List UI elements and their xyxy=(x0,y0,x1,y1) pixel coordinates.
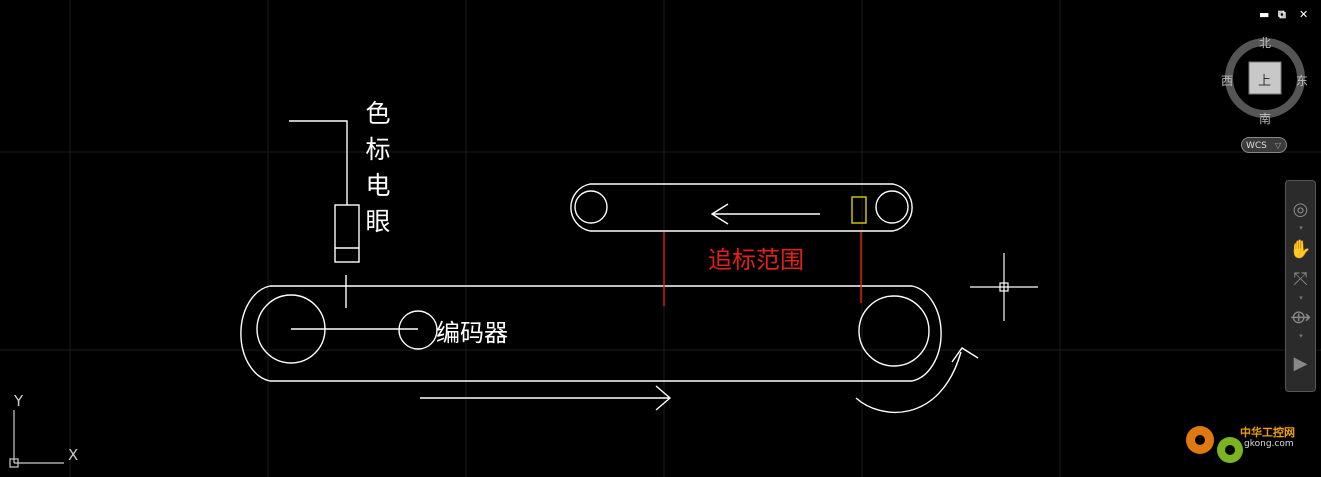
zoom-icon[interactable]: ⤧ xyxy=(1293,269,1308,290)
viewcube-top-face[interactable]: 上 xyxy=(1258,74,1272,89)
orbit-icon[interactable]: ⟴ xyxy=(1290,307,1311,328)
watermark-url: gkong.com xyxy=(1244,439,1294,449)
minimize-button[interactable]: ▬ xyxy=(1259,8,1270,21)
crosshair-cursor xyxy=(970,253,1038,321)
tail-roller xyxy=(858,295,930,367)
showmotion-icon[interactable]: ▶ xyxy=(1293,353,1308,374)
label-char: 电 xyxy=(365,171,391,200)
label-char: 色 xyxy=(365,99,391,128)
wcs-dropdown[interactable]: WCS ▽ xyxy=(1241,137,1287,153)
tracking-range-markers xyxy=(663,232,862,306)
encoder-wheel xyxy=(398,310,438,350)
chevron-down-icon[interactable]: ▾ xyxy=(1299,332,1303,340)
ucs-y-label: Y xyxy=(14,392,24,410)
viewcube-north[interactable]: 北 xyxy=(1259,36,1272,50)
viewcube-south[interactable]: 南 xyxy=(1259,112,1272,126)
viewcube-east[interactable]: 东 xyxy=(1296,74,1309,88)
color-sensor xyxy=(289,120,360,308)
label-char: 眼 xyxy=(365,207,391,236)
steering-wheel-icon[interactable]: ◎ xyxy=(1292,199,1309,220)
ucs-icon xyxy=(9,410,64,468)
chevron-down-icon[interactable]: ▾ xyxy=(1299,224,1303,232)
encoder-label: 编码器 xyxy=(436,319,508,347)
color-sensor-label: 色 标 电 眼 xyxy=(362,96,394,240)
viewcube[interactable] xyxy=(1225,38,1305,118)
lower-direction-arrow xyxy=(420,385,672,411)
chevron-down-icon[interactable]: ▾ xyxy=(1299,294,1303,302)
pan-hand-icon[interactable]: ✋ xyxy=(1289,239,1312,260)
wcs-label: WCS xyxy=(1246,141,1267,151)
upper-direction-arrow xyxy=(710,203,820,225)
ucs-x-label: X xyxy=(68,446,79,464)
chevron-down-icon: ▽ xyxy=(1274,141,1281,150)
close-button[interactable]: ✕ xyxy=(1299,8,1309,21)
watermark-logo: 中华工控网 gkong.com xyxy=(1178,410,1318,472)
label-char: 标 xyxy=(365,135,391,164)
rotation-arrow xyxy=(855,347,979,414)
watermark-title: 中华工控网 xyxy=(1240,426,1295,439)
navigation-bar: ◎ ▾ ✋ ⤧ ▾ ⟴ ▾ ▶ xyxy=(1285,180,1316,392)
gkong-logo-icon xyxy=(1186,426,1243,463)
lower-conveyor xyxy=(240,285,942,382)
tracking-range-label: 追标范围 xyxy=(708,246,804,274)
restore-button[interactable]: ⧉ xyxy=(1278,8,1286,21)
upper-conveyor xyxy=(570,183,913,232)
viewcube-west[interactable]: 西 xyxy=(1221,74,1234,88)
color-mark xyxy=(851,196,867,224)
